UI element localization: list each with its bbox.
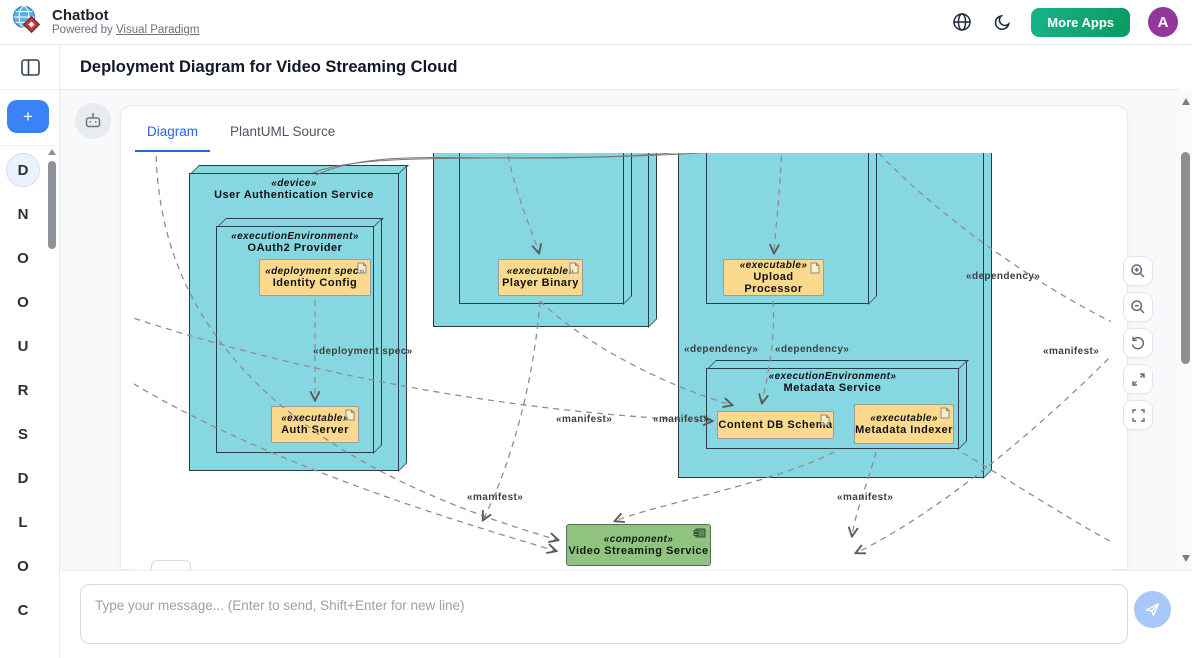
tab-diagram[interactable]: Diagram	[135, 114, 211, 152]
conversation-title-bar: Deployment Diagram for Video Streaming C…	[60, 45, 1178, 90]
component-video-streaming-service: «component» Video Streaming Service	[566, 524, 711, 566]
document-icon	[357, 262, 367, 274]
sidebar-toggle-button[interactable]	[0, 45, 60, 90]
document-icon	[940, 407, 950, 419]
sidebar: + D N O O U R S D L O C	[0, 45, 60, 658]
sidebar-toggle-icon	[20, 58, 40, 76]
artifact-auth-server: «executable» Auth Server	[271, 406, 359, 443]
edge-label: «manifest»	[556, 414, 613, 425]
diagram-canvas: «device» User Authentication Service «ex…	[134, 153, 1111, 571]
artifact-metadata-indexer: «executable» Metadata Indexer	[854, 404, 954, 444]
send-button[interactable]	[1134, 591, 1171, 628]
app-title: Chatbot	[52, 6, 109, 24]
edge-label: «manifest»	[653, 414, 710, 425]
document-icon	[345, 409, 355, 421]
sidebar-item[interactable]: C	[17, 601, 29, 619]
sidebar-divider	[0, 145, 60, 146]
chat-area: Diagram PlantUML Source «device» User Au…	[60, 90, 1179, 571]
scrollbar-thumb[interactable]	[48, 161, 56, 249]
document-icon	[820, 414, 830, 426]
zoom-out-icon	[1131, 300, 1145, 314]
scroll-down-icon[interactable]	[1181, 555, 1190, 562]
robot-icon	[85, 113, 101, 128]
expand-icon	[1131, 372, 1145, 386]
sidebar-item[interactable]: R	[17, 381, 29, 399]
chat-scrollbar[interactable]	[1179, 90, 1192, 570]
bot-avatar	[75, 103, 111, 139]
sidebar-item[interactable]: N	[17, 205, 29, 223]
zoom-out-button[interactable]	[1123, 292, 1153, 322]
scroll-up-icon[interactable]	[48, 149, 56, 155]
sidebar-item[interactable]: L	[18, 513, 28, 531]
fullscreen-icon	[1131, 408, 1145, 422]
document-icon	[569, 262, 579, 274]
sidebar-item[interactable]: O	[17, 557, 29, 575]
sidebar-item[interactable]: O	[17, 249, 29, 267]
sidebar-item[interactable]: D	[17, 469, 29, 487]
powered-by: Powered by Visual Paradigm	[52, 24, 200, 37]
message-input-bar	[60, 570, 1192, 658]
artifact-content-db-schema: Content DB Schema	[717, 411, 834, 439]
edge-label: «manifest»	[467, 492, 524, 503]
app-header: Chatbot Powered by Visual Paradigm More …	[0, 0, 1192, 45]
scroll-up-icon[interactable]	[1181, 98, 1190, 105]
message-card: Diagram PlantUML Source «device» User Au…	[120, 105, 1128, 571]
diagram-zoom-controls	[1123, 256, 1153, 430]
fullscreen-button[interactable]	[1123, 400, 1153, 430]
app-logo	[11, 4, 43, 41]
sidebar-scrollbar[interactable]	[48, 149, 56, 309]
page-title: Deployment Diagram for Video Streaming C…	[80, 57, 458, 76]
more-apps-button[interactable]: More Apps	[1031, 7, 1130, 37]
edge-label: «manifest»	[837, 492, 894, 503]
artifact-identity-config: «deployment spec» Identity Config	[259, 259, 371, 296]
artifact-player-binary: «executable» Player Binary	[498, 259, 583, 296]
chat-list: D N O O U R S D L O C	[0, 153, 46, 627]
dark-mode-moon-icon[interactable]	[991, 11, 1013, 33]
edge-label: «deployment spec»	[313, 346, 413, 357]
new-chat-button[interactable]: +	[7, 100, 49, 133]
zoom-in-icon	[1131, 264, 1145, 278]
sidebar-item[interactable]: O	[17, 293, 29, 311]
powered-by-link[interactable]: Visual Paradigm	[115, 24, 200, 37]
edge-label: «dependency»	[684, 344, 759, 355]
edge-label: «manifest»	[1043, 346, 1100, 357]
send-plane-icon	[1145, 603, 1160, 617]
artifact-upload-processor: «executable» Upload Processor	[723, 259, 824, 296]
reset-zoom-button[interactable]	[1123, 328, 1153, 358]
user-avatar[interactable]: A	[1148, 7, 1178, 37]
sidebar-item[interactable]: U	[17, 337, 29, 355]
edge-label: «dependency»	[966, 271, 1041, 282]
tab-plantuml-source[interactable]: PlantUML Source	[230, 124, 336, 139]
language-globe-icon[interactable]	[951, 11, 973, 33]
scrollbar-thumb[interactable]	[1181, 152, 1190, 364]
edge-label: «dependency»	[775, 344, 850, 355]
document-icon	[810, 262, 820, 274]
clipped-button[interactable]	[151, 560, 191, 571]
reset-icon	[1131, 336, 1145, 350]
component-icon	[693, 528, 706, 538]
sidebar-item[interactable]: D	[6, 153, 40, 187]
message-input[interactable]	[80, 584, 1128, 644]
expand-button[interactable]	[1123, 364, 1153, 394]
sidebar-item[interactable]: S	[17, 425, 28, 443]
tab-row: Diagram PlantUML Source	[121, 106, 1127, 152]
zoom-in-button[interactable]	[1123, 256, 1153, 286]
